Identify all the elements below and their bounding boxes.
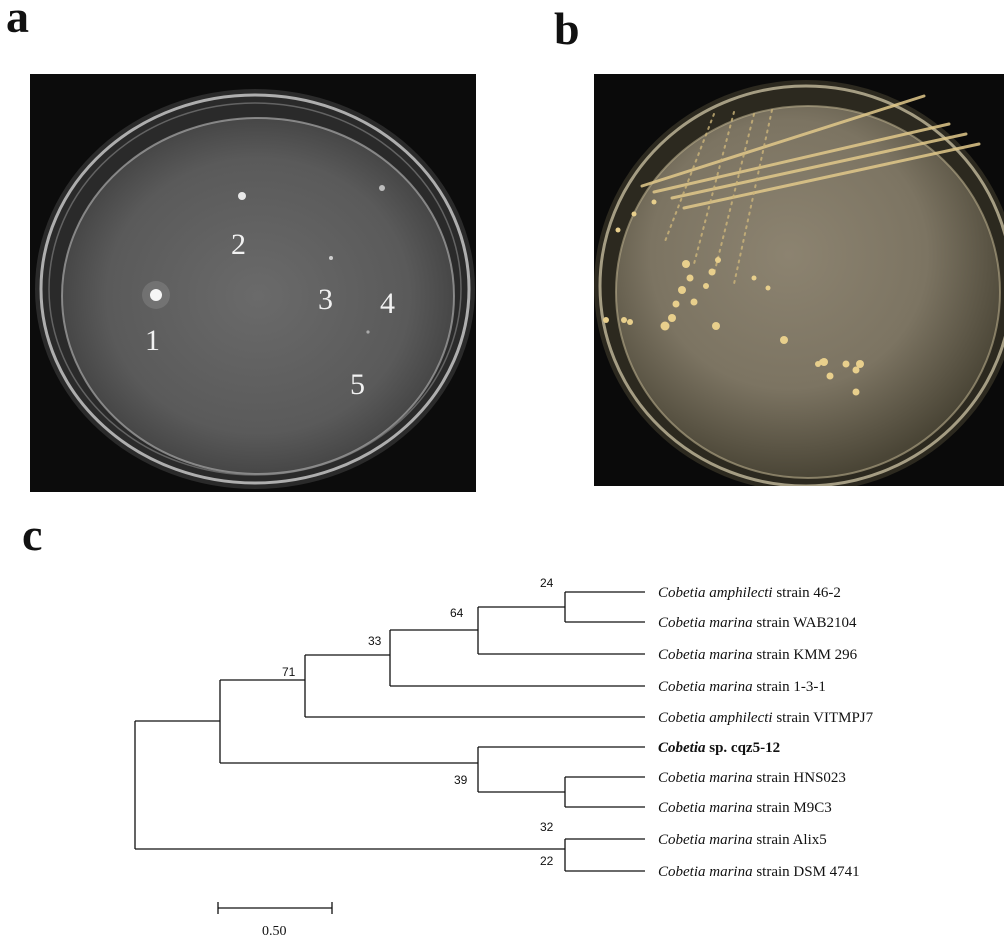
bootstrap-value: 64: [450, 606, 464, 620]
branch: [477, 606, 645, 655]
branch: [564, 591, 645, 623]
colony-label-1: 1: [145, 324, 160, 357]
panel-letter-b: b: [554, 3, 580, 54]
colony-1: [150, 289, 162, 301]
taxon-label: Cobetia amphilecti strain VITMPJ7: [658, 710, 874, 726]
taxon-label: Cobetia amphilecti strain 46-2: [658, 585, 841, 601]
scale-bar: [217, 902, 333, 914]
taxon-label: Cobetia marina strain 1-3-1: [658, 679, 826, 695]
branch: [134, 720, 565, 850]
taxon-label: Cobetia marina strain WAB2104: [658, 615, 857, 631]
branch: [477, 746, 645, 793]
petri-dish-photo-b: [594, 74, 1004, 486]
branch: [564, 776, 645, 808]
taxon-label-focal: Cobetia sp. cqz5-12: [658, 740, 780, 756]
colony-label-2: 2: [231, 228, 246, 261]
colony-label-5: 5: [350, 368, 365, 401]
branch: [304, 654, 645, 718]
bootstrap-value: 71: [282, 665, 296, 679]
branch: [389, 629, 645, 687]
colony-2: [238, 192, 246, 200]
bootstrap-value: 39: [454, 773, 468, 787]
panel-letter-a: a: [6, 0, 29, 42]
phylogenetic-tree: 24 64 33 71 39 32 22 Cobetia amphilecti …: [134, 576, 874, 937]
taxon-label: Cobetia marina strain HNS023: [658, 770, 846, 786]
colony-3: [329, 256, 333, 260]
scale-bar-label: 0.50: [262, 924, 287, 937]
colony-label-4: 4: [380, 287, 395, 320]
taxon-label: Cobetia marina strain KMM 296: [658, 647, 858, 663]
taxon-label: Cobetia marina strain Alix5: [658, 832, 827, 848]
bootstrap-value: 33: [368, 634, 382, 648]
branch: [219, 679, 478, 764]
colony-5: [366, 330, 370, 334]
branch: [564, 838, 645, 872]
petri-dish-photo-a: 1 2 3 4 5: [30, 74, 476, 492]
panel-letter-c: c: [22, 509, 43, 560]
bootstrap-value: 32: [540, 820, 554, 834]
taxon-label: Cobetia marina strain DSM 4741: [658, 864, 860, 880]
taxon-label: Cobetia marina strain M9C3: [658, 800, 832, 816]
colony-label-3: 3: [318, 283, 333, 316]
bootstrap-value: 24: [540, 576, 554, 590]
bootstrap-value: 22: [540, 854, 554, 868]
colony-4: [379, 185, 385, 191]
